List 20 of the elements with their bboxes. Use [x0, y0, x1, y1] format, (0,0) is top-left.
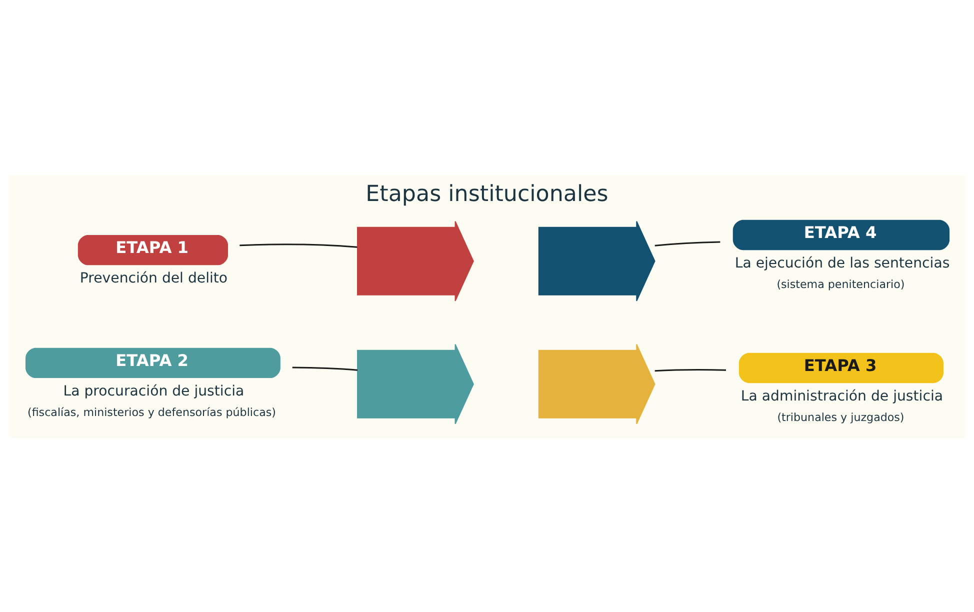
connector [240, 243, 358, 248]
node-arrow [357, 220, 474, 301]
connector [654, 368, 726, 372]
node-box: ETAPA 1 [78, 234, 228, 265]
node-arrow [538, 220, 656, 301]
node-label: (fiscalías, ministerios y defensorías públicas) [28, 406, 276, 419]
node-label: La administración de justicia [740, 388, 944, 404]
connector [654, 240, 720, 246]
node-label: La ejecución de las sentencias [734, 254, 950, 271]
node-label: La procuración de justicia [63, 382, 244, 399]
node-box: ETAPA 3 [738, 352, 944, 383]
node-label: (sistema penitenciario) [776, 278, 905, 291]
diagram-title: Etapas institucionales [366, 180, 608, 206]
node-arrow [357, 343, 474, 424]
node-label: Prevención del delito [80, 270, 228, 286]
node-box: ETAPA 2 [26, 347, 280, 378]
node-arrow [538, 343, 656, 424]
node-box: ETAPA 4 [732, 219, 950, 250]
connector [292, 366, 358, 370]
node-label: (tribunales y juzgados) [777, 410, 904, 424]
